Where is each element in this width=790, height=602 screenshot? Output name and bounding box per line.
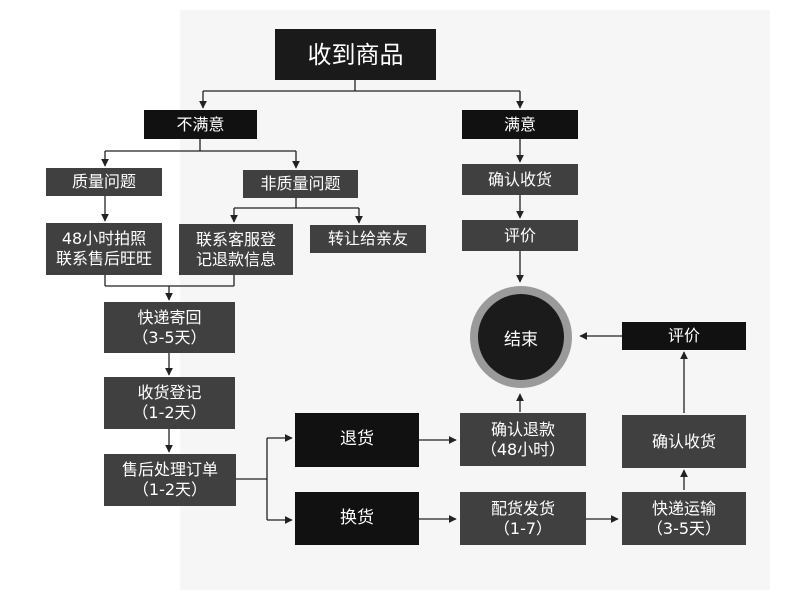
quality-issue-label: 质量问题 [71,172,136,191]
receive-register-line-2: （1-2天） [132,403,207,422]
ship-goods-box: 配货发货 （1-7） [460,492,586,545]
confirm-refund-line-2: （48小时） [480,439,566,459]
end-circle: 结束 [478,294,564,380]
unsatisfied-box: 不满意 [144,110,257,139]
review-box: 评价 [462,220,578,251]
non-quality-issue-box: 非质量问题 [243,170,358,198]
unsatisfied-label: 不满意 [176,114,225,134]
review-label: 评价 [503,225,536,245]
express-ship-line-1: 快递运输 [651,498,716,518]
review-right-box: 评价 [622,322,746,350]
confirm-receipt-box: 确认收货 [462,164,578,195]
refund-box: 退货 [295,413,419,467]
confirm-receipt-label: 确认收货 [487,169,552,189]
express-return-line-2: （3-5天） [132,327,207,347]
receive-goods-box: 收到商品 [275,29,436,80]
contact-cs-line-1: 联系客服登 [195,229,276,249]
ship-goods-line-2: （1-7） [493,518,553,538]
express-ship-line-2: （3-5天） [646,518,722,538]
end-label: 结束 [504,329,538,350]
contact-cs-box: 联系客服登 记退款信息 [179,224,293,275]
transfer-label: 转让给亲友 [327,229,408,248]
satisfied-label: 满意 [503,114,536,134]
confirm-refund-box: 确认退款 （48小时） [460,413,586,466]
confirm-receipt-right-label: 确认收货 [651,431,716,451]
receive-register-line-1: 收货登记 [137,383,202,402]
express-return-line-1: 快递寄回 [137,307,202,327]
express-ship-box: 快递运输 （3-5天） [622,492,746,545]
exchange-label: 换货 [340,507,374,528]
non-quality-issue-label: 非质量问题 [260,174,341,193]
confirm-refund-line-1: 确认退款 [490,419,555,439]
photo-line-2: 联系售后旺旺 [55,249,152,268]
aftersale-line-1: 售后处理订单 [121,460,218,479]
quality-issue-box: 质量问题 [46,168,162,196]
photo-line-1: 48小时拍照 [61,229,147,248]
receive-goods-label: 收到商品 [307,40,404,69]
ship-goods-line-1: 配货发货 [490,498,555,518]
aftersale-line-2: （1-2天） [132,480,208,499]
satisfied-box: 满意 [462,110,578,139]
refund-label: 退货 [340,429,374,450]
exchange-box: 换货 [295,492,419,545]
confirm-receipt-right-box: 确认收货 [622,415,746,468]
aftersale-process-box: 售后处理订单 （1-2天） [104,454,236,506]
receive-register-box: 收货登记 （1-2天） [104,377,235,429]
transfer-box: 转让给亲友 [310,225,426,253]
review-right-label: 评价 [667,326,700,345]
contact-cs-line-2: 记退款信息 [195,249,276,269]
photo-contact-box: 48小时拍照 联系售后旺旺 [46,223,162,275]
express-return-box: 快递寄回 （3-5天） [104,302,235,353]
